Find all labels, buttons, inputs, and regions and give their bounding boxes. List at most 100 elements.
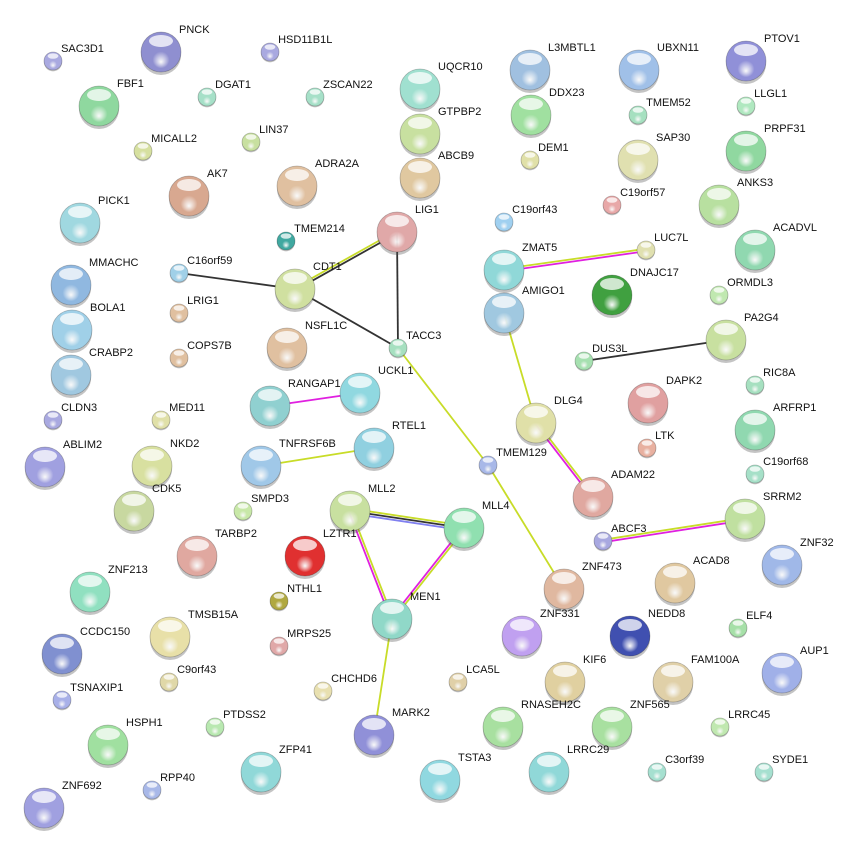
node-lrig1[interactable]: LRIG1: [169, 295, 219, 324]
node-acadvl[interactable]: ACADVL: [734, 222, 817, 273]
node-arfrp1[interactable]: ARFRP1: [734, 402, 816, 453]
node-mark2[interactable]: MARK2: [353, 707, 430, 758]
node-amigo1[interactable]: AMIGO1: [483, 285, 565, 336]
node-kif6[interactable]: KIF6: [544, 654, 606, 705]
node-tarbp2[interactable]: TARBP2: [176, 528, 257, 579]
node-fbf1[interactable]: FBF1: [78, 78, 144, 129]
node-ric8a[interactable]: RIC8A: [745, 367, 796, 396]
node-mrps25[interactable]: MRPS25: [269, 628, 331, 657]
node-ptdss2[interactable]: PTDSS2: [205, 709, 266, 738]
node-zmat5[interactable]: ZMAT5: [483, 242, 557, 293]
node-chchd6[interactable]: CHCHD6: [313, 673, 377, 702]
edge-zmat5-luc7l[interactable]: [503, 247, 647, 273]
edge-dus3l-pa2g4[interactable]: [583, 339, 727, 362]
node-aup1[interactable]: AUP1: [761, 645, 829, 696]
node-lig1[interactable]: LIG1: [376, 204, 439, 255]
node-smpd3[interactable]: SMPD3: [233, 493, 289, 522]
node-men1[interactable]: MEN1: [371, 591, 441, 642]
node-lrrc29[interactable]: LRRC29: [528, 744, 609, 795]
node-srrm2[interactable]: SRRM2: [724, 491, 802, 542]
node-syde1[interactable]: SYDE1: [754, 754, 808, 783]
node-nthl1[interactable]: NTHL1: [269, 583, 322, 612]
node-ccdc150[interactable]: CCDC150: [41, 626, 130, 677]
node-cdt1[interactable]: CDT1: [274, 261, 342, 312]
node-znf692[interactable]: ZNF692: [23, 780, 102, 831]
node-dgat1[interactable]: DGAT1: [197, 79, 251, 108]
node-abcb9[interactable]: ABCB9: [399, 150, 474, 201]
node-med11[interactable]: MED11: [151, 402, 205, 431]
node-lin37[interactable]: LIN37: [241, 124, 288, 153]
node-adra2a[interactable]: ADRA2A: [276, 158, 360, 209]
node-znf473[interactable]: ZNF473: [543, 561, 622, 612]
node-cldn3[interactable]: CLDN3: [43, 402, 97, 431]
node-znf331[interactable]: ZNF331: [501, 608, 580, 659]
node-bola1[interactable]: BOLA1: [51, 302, 125, 353]
node-prpf31[interactable]: PRPF31: [725, 123, 806, 174]
node-micall2[interactable]: MICALL2: [133, 133, 197, 162]
node-pick1[interactable]: PICK1: [59, 195, 130, 246]
node-tsnaxip1[interactable]: TSNAXIP1: [52, 682, 123, 711]
node-ddx23[interactable]: DDX23: [510, 87, 584, 138]
node-nkd2[interactable]: NKD2: [131, 438, 199, 489]
node-cops7b[interactable]: COPS7B: [169, 340, 232, 369]
node-ak7[interactable]: AK7: [168, 168, 228, 219]
node-tmem52[interactable]: TMEM52: [628, 97, 691, 126]
node-mll4[interactable]: MLL4: [443, 500, 510, 551]
node-lrrc45[interactable]: LRRC45: [710, 709, 770, 738]
node-hsd11b1l[interactable]: HSD11B1L: [260, 34, 332, 63]
node-tsta3[interactable]: TSTA3: [419, 752, 491, 803]
node-ltk[interactable]: LTK: [637, 430, 675, 459]
node-abcf3[interactable]: ABCF3: [593, 523, 647, 552]
node-tmem129[interactable]: TMEM129: [478, 447, 547, 476]
node-pa2g4[interactable]: PA2G4: [705, 312, 779, 363]
node-dlg4[interactable]: DLG4: [515, 395, 583, 446]
node-c16orf59[interactable]: C16orf59: [169, 255, 232, 284]
node-pnck[interactable]: PNCK: [140, 24, 210, 75]
node-zscan22[interactable]: ZSCAN22: [305, 79, 373, 108]
node-crabp2[interactable]: CRABP2: [50, 347, 133, 398]
node-luc7l[interactable]: LUC7L: [636, 232, 688, 261]
node-sac3d1[interactable]: SAC3D1: [43, 43, 104, 72]
node-gtpbp2[interactable]: GTPBP2: [399, 106, 481, 157]
node-tmem214[interactable]: TMEM214: [276, 223, 345, 252]
node-l3mbtl1[interactable]: L3MBTL1: [509, 42, 596, 93]
node-hsph1[interactable]: HSPH1: [87, 717, 163, 768]
node-c19orf57[interactable]: C19orf57: [602, 187, 665, 216]
node-llgl1[interactable]: LLGL1: [736, 88, 787, 117]
node-c19orf68[interactable]: C19orf68: [745, 456, 808, 485]
node-rnaseh2c[interactable]: RNASEH2C: [482, 699, 581, 750]
node-uckl1[interactable]: UCKL1: [339, 365, 413, 416]
node-dus3l[interactable]: DUS3L: [574, 343, 628, 372]
node-znf32[interactable]: ZNF32: [761, 537, 834, 588]
node-c9orf43[interactable]: C9orf43: [159, 664, 216, 693]
node-lztr1[interactable]: LZTR1: [284, 528, 357, 579]
edge-tacc3-tmem129[interactable]: [397, 347, 489, 466]
node-ablim2[interactable]: ABLIM2: [24, 439, 102, 490]
node-rtel1[interactable]: RTEL1: [353, 420, 426, 471]
node-ormdl3[interactable]: ORMDL3: [709, 277, 773, 306]
node-acad8[interactable]: ACAD8: [654, 555, 730, 606]
edge-tmem129-znf473[interactable]: [487, 464, 565, 590]
node-ubxn11[interactable]: UBXN11: [618, 42, 699, 93]
node-c19orf43[interactable]: C19orf43: [494, 204, 557, 233]
node-cdk5[interactable]: CDK5: [113, 483, 181, 534]
node-ptov1[interactable]: PTOV1: [725, 33, 800, 84]
node-znf213[interactable]: ZNF213: [69, 564, 148, 615]
node-anks3[interactable]: ANKS3: [698, 177, 773, 228]
node-zfp41[interactable]: ZFP41: [240, 744, 312, 795]
node-lca5l[interactable]: LCA5L: [448, 664, 500, 693]
node-tacc3[interactable]: TACC3: [388, 330, 441, 359]
node-rangap1[interactable]: RANGAP1: [249, 378, 341, 429]
node-dnajc17[interactable]: DNAJC17: [591, 267, 679, 318]
node-dem1[interactable]: DEM1: [520, 142, 569, 171]
node-mll2[interactable]: MLL2: [329, 483, 396, 534]
node-sap30[interactable]: SAP30: [617, 132, 690, 183]
node-nedd8[interactable]: NEDD8: [609, 608, 685, 659]
node-uqcr10[interactable]: UQCR10: [399, 61, 483, 112]
node-fam100a[interactable]: FAM100A: [652, 654, 740, 705]
node-tmsb15a[interactable]: TMSB15A: [149, 609, 239, 660]
node-elf4[interactable]: ELF4: [728, 610, 772, 639]
node-c3orf39[interactable]: C3orf39: [647, 754, 704, 783]
edge-abcf3-srrm2[interactable]: [602, 516, 746, 544]
node-rpp40[interactable]: RPP40: [142, 772, 195, 801]
